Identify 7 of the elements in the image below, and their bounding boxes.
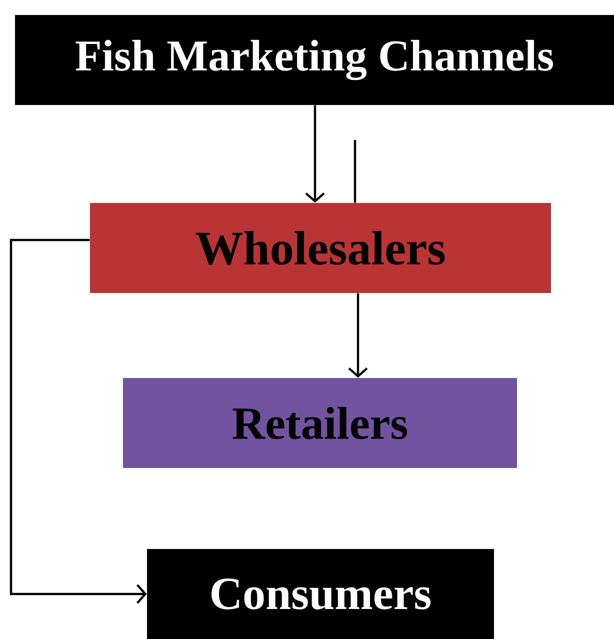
arrow	[305, 105, 325, 203]
arrow	[10, 238, 147, 604]
process-box: Wholesalers	[90, 203, 551, 293]
process-box: Consumers	[147, 549, 494, 639]
title-box: Fish Marketing Channels	[15, 15, 614, 105]
process-box: Retailers	[123, 378, 517, 468]
arrow	[348, 293, 368, 378]
